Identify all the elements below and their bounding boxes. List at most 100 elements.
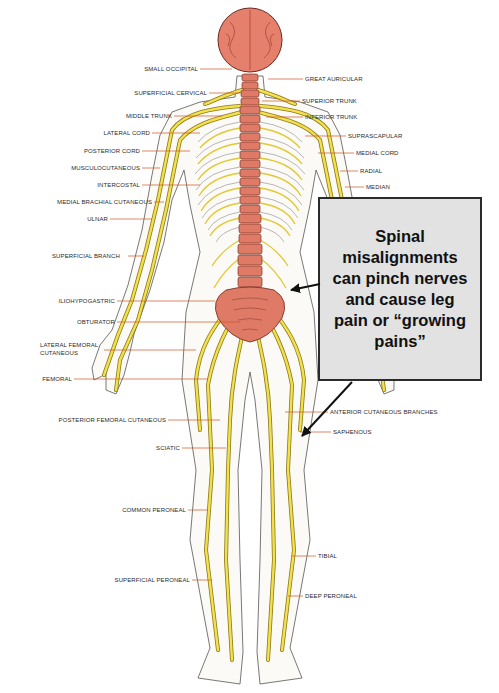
leader-line [268,79,303,80]
leader-line [292,556,316,557]
leader-line [318,153,354,154]
nerve [258,90,295,104]
sacrum-lines [232,298,268,330]
nerve-label: ANTERIOR CUTANEOUS BRANCHES [330,408,438,416]
nerve-label: SUPERFICIAL BRANCH [52,252,120,260]
rib [198,122,302,142]
vertebra [238,277,262,287]
leader-line [188,510,208,511]
leader-line [142,185,200,186]
nerve-label: SUPRASCAPULAR [348,132,402,140]
nerve-label: SUPERFICIAL CERVICAL [134,89,207,97]
nerve-label: FEMORAL [42,375,72,383]
vertebra [242,82,258,89]
leader-line [300,432,331,433]
intercostal-nerve [198,158,302,180]
leader-line [345,187,364,188]
nerve-label: GREAT AURICULAR [305,75,363,83]
leader-line [209,93,240,94]
sacrum-pelvis [215,287,284,342]
nerve-label: SUPERFICIAL PERONEAL [115,576,190,584]
nerve-label: INTERCOSTAL [97,181,140,189]
nerve [258,90,295,104]
intercostal-nerve [205,203,295,224]
nerve-label: SUPERIOR TRUNK [302,97,357,105]
vertebra [238,255,262,265]
nerve-label: POSTERIOR FEMORAL CUTANEOUS [59,416,166,424]
leader-line [285,412,328,413]
leader-line [192,580,212,581]
nerve-label: TIBIAL [318,552,337,560]
nerve-label: MUSCULOCUTANEOUS [71,164,140,172]
nerve-label: INFERIOR TRUNK [305,113,357,121]
leader-line [288,596,303,597]
leader-line [74,379,208,380]
leader-line [110,219,152,220]
brain-folds [226,10,274,70]
leader-line [305,136,346,137]
leader-line [152,133,200,134]
callout-arrow [291,284,320,290]
vertebra [239,214,261,223]
leader-line [340,171,358,172]
nerve-label: MEDIAN [366,183,390,191]
leader-line [168,420,220,421]
vertebra [240,142,260,150]
vertebra [240,151,260,159]
vertebra [239,224,261,233]
vertebra [238,244,262,254]
leader-line [262,101,300,102]
intercostal-nerves [198,128,302,288]
nerve [252,310,274,660]
nerve-label: MEDIAL BRACHIAL CUTANEOUS [57,198,152,206]
nerve-label: SAPHENOUS [333,428,372,436]
vertebra [240,178,260,186]
leader-line [174,116,222,117]
vertebra [240,133,260,141]
nerve-label: OBTURATOR [77,318,115,326]
rib-lines [195,122,305,242]
leader-line [200,69,232,70]
nerve [226,310,248,660]
vertebra [240,160,260,168]
nerve-label: RADIAL [360,167,382,175]
vertebra [240,205,260,213]
vertebra [240,124,260,132]
leader-line [182,448,226,449]
vertebra [238,266,262,276]
nerve-label: SCIATIC [156,444,180,452]
leader-line [266,117,303,118]
leader-line [117,322,240,323]
nerve-label: COMMON PERONEAL [122,506,186,514]
vertebra [240,169,260,177]
nerve-label: ULNAR [87,215,108,223]
nerve-label: POSTERIOR CORD [84,147,140,155]
nerve-label: SMALL OCCIPITAL [144,65,198,73]
vertebra [240,115,260,123]
nerve-label: LATERAL CORD [103,129,150,137]
leader-line [128,256,144,257]
nerve-label: LATERAL FEMORAL CUTANEOUS [40,341,102,357]
vertebra [240,106,260,114]
vertebra [239,234,261,243]
intercostal-nerve [212,240,288,266]
callout-box: Spinal misalignments can pinch nerves an… [318,197,482,381]
rib [196,167,304,190]
leader-line [104,350,196,351]
vertebra [241,98,259,105]
nerve [252,310,274,660]
leader-line [154,202,164,203]
vertebra [242,74,258,81]
nerve [205,90,242,104]
leader-line [117,301,215,302]
nerve-label: DEEP PERONEAL [305,592,357,600]
vertebra [241,90,259,97]
vertebra [240,196,260,204]
nerve [226,310,248,660]
nerve-label: ILIOHYPOGASTRIC [58,297,115,305]
nerve-label: MIDDLE TRUNK [126,112,172,120]
nerve-label: MEDIAL CORD [356,149,399,157]
vertebrae [238,74,262,287]
vertebra [240,187,260,195]
